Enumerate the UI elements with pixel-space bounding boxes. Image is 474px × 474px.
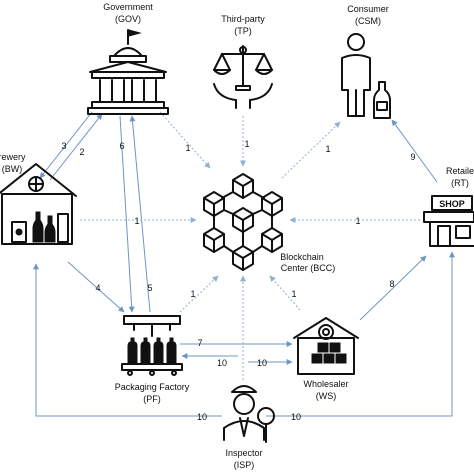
shop-icon: SHOP [423, 195, 474, 247]
edge-label-tp-bcc: 1 [244, 139, 249, 149]
edge-label-gov-bcc: 1 [185, 143, 190, 153]
shop-sign-text: SHOP [439, 199, 465, 209]
edges [33, 111, 455, 417]
isp-name: Inspector [225, 448, 262, 458]
edge-label-pf-gov: 5 [147, 283, 152, 293]
warehouse-icon [293, 317, 359, 375]
brewery-icon [0, 163, 77, 245]
edge-ws-bcc [269, 275, 301, 311]
consumer-person-icon [341, 33, 391, 119]
pf-abbr: (PF) [143, 394, 161, 404]
edge-label-pf-bcc: 1 [190, 289, 195, 299]
rt-abbr: (RT) [451, 178, 469, 188]
edge-bw-gov [49, 113, 103, 181]
edge-label-rt-csm: 9 [410, 152, 415, 162]
edge-bcc-csm [281, 121, 341, 179]
edge-label-ws-bcc: 1 [291, 289, 296, 299]
government-building-icon [87, 29, 169, 115]
bw-abbr: (BW) [2, 164, 23, 174]
edge-label-bw-gov: 2 [79, 147, 84, 157]
edge-ws-rt [359, 255, 427, 321]
inspector-icon [223, 385, 275, 443]
rt-name: Retaile [446, 166, 474, 176]
edge-pf-bcc [179, 275, 219, 313]
ws-name: Wholesaler [303, 379, 348, 389]
edge-rt-csm [391, 119, 438, 183]
edge-gov-pf [119, 115, 135, 313]
edge-label-isp-bw: 10 [197, 412, 207, 422]
edge-isp-bw [33, 263, 222, 417]
edge-gov-bcc [159, 111, 211, 169]
edge-labels: 3 2 6 5 1 1 1 9 1 1 4 1 1 8 7 10 10 10 1… [61, 139, 415, 422]
bcc-name: Blockchain [280, 252, 324, 262]
edge-label-csm-bcc: 1 [325, 144, 330, 154]
edge-gov-bw [39, 111, 93, 179]
edge-bw-pf [67, 261, 125, 313]
bcc-abbr: Center (BCC) [281, 263, 336, 273]
edge-pf-gov [129, 115, 151, 313]
edge-label-gov-pf: 6 [119, 141, 124, 151]
blockchain-cubes-icon [203, 173, 283, 271]
edge-label-isp-pf: 10 [217, 358, 227, 368]
edge-label-bw-bcc: 1 [134, 216, 139, 226]
edge-isp-rt [266, 251, 455, 417]
csm-name: Consumer [347, 4, 389, 14]
gov-abbr: (GOV) [115, 14, 141, 24]
tp-abbr: (TP) [234, 26, 252, 36]
isp-abbr: (ISP) [234, 460, 255, 470]
csm-abbr: (CSM) [355, 16, 381, 26]
pf-name: Packaging Factory [115, 382, 190, 392]
edge-label-rt-bcc: 1 [355, 216, 360, 226]
edge-label-pf-ws: 7 [197, 338, 202, 348]
packaging-machine-icon [121, 315, 183, 376]
edge-label-bw-pf: 4 [95, 283, 100, 293]
balance-scale-icon [213, 45, 273, 109]
gov-name: Government [103, 2, 153, 12]
edge-label-ws-rt: 8 [389, 279, 394, 289]
ws-abbr: (WS) [316, 391, 337, 401]
bw-name: rewery [0, 152, 26, 162]
tp-name: Third-party [221, 14, 265, 24]
edge-label-gov-bw: 3 [61, 141, 66, 151]
edge-label-isp-rt: 10 [291, 412, 301, 422]
edge-label-isp-ws: 10 [257, 358, 267, 368]
